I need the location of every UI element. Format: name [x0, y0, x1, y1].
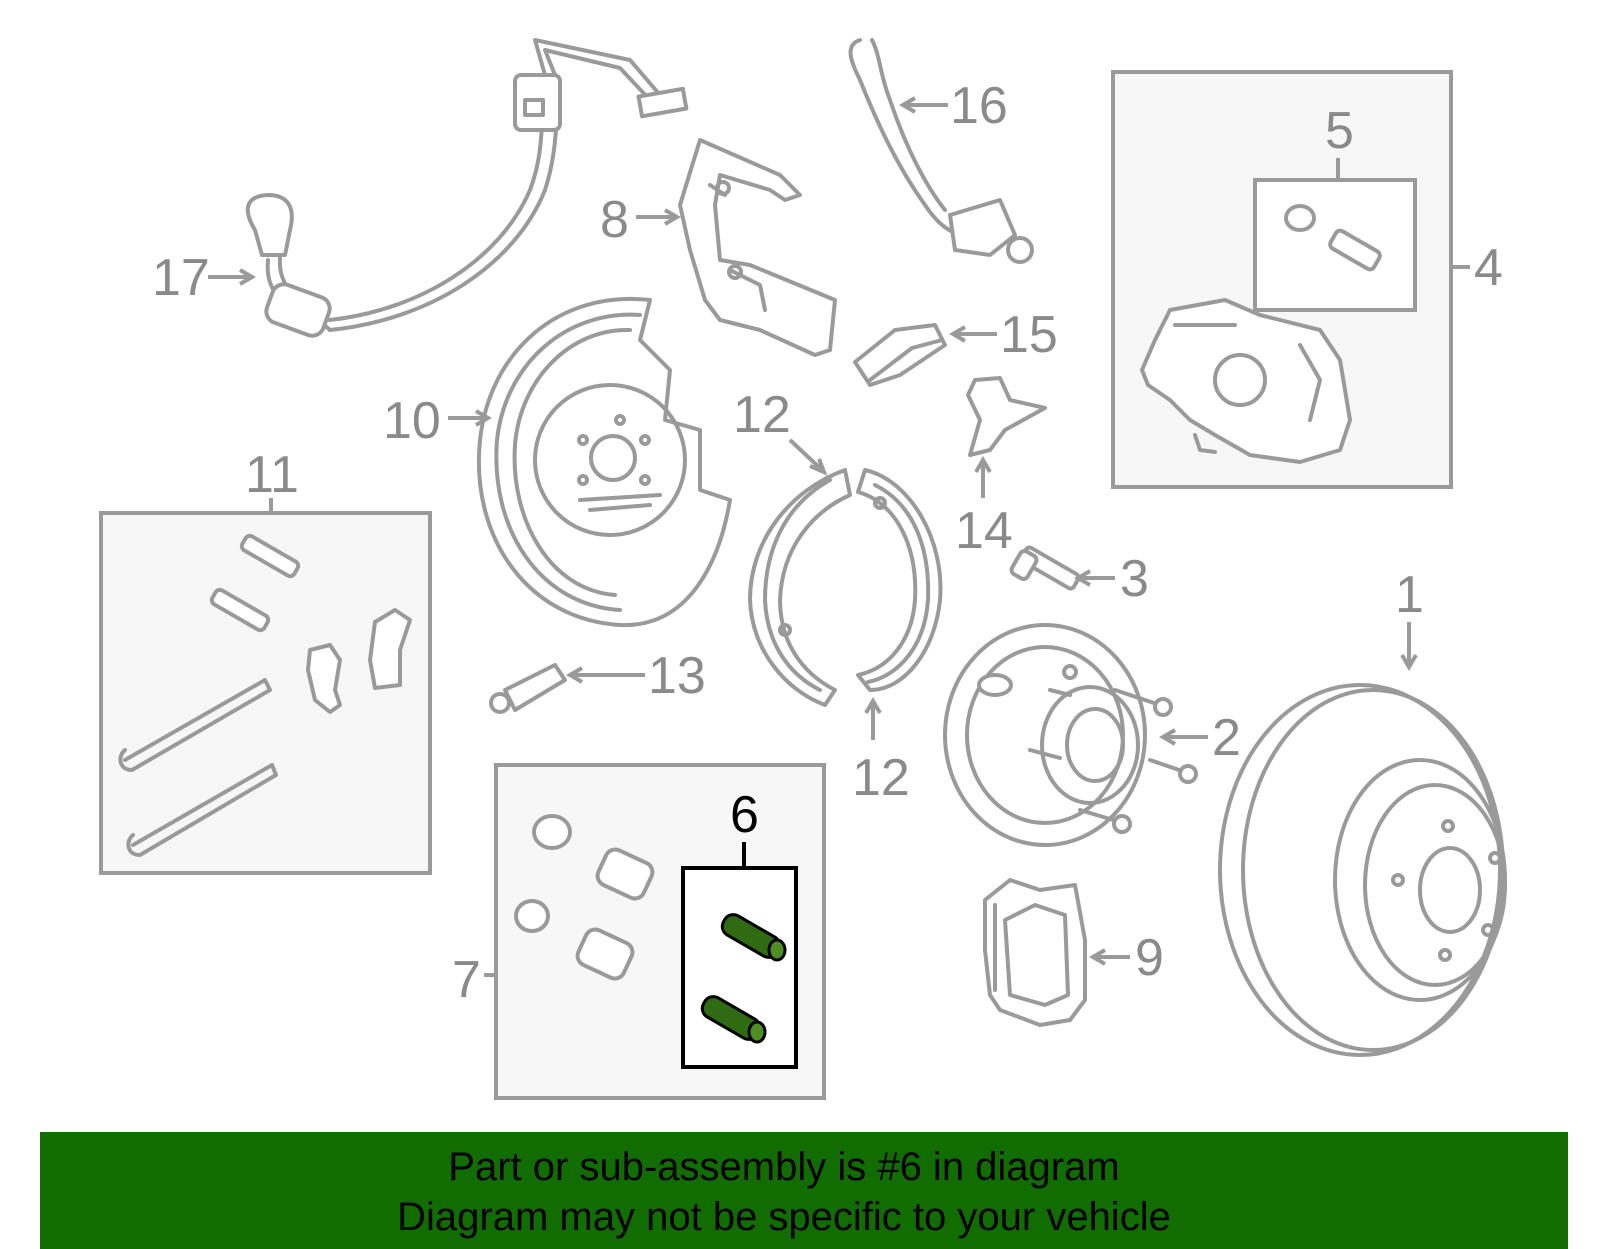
- part-9-brake-pad: [983, 878, 1087, 1027]
- part-15-clip: [853, 323, 947, 387]
- part-13-adjuster: [489, 663, 567, 714]
- part-8-caliper-bracket: [678, 138, 837, 357]
- banner-line-2: Diagram may not be specific to your vehi…: [397, 1195, 1171, 1239]
- part-2-hub: [943, 623, 1198, 847]
- callout-15: 15: [1000, 306, 1058, 364]
- arrow-14: [974, 456, 992, 498]
- arrow-3: [1074, 569, 1115, 587]
- arrow-13: [566, 666, 645, 684]
- info-banner: Part or sub-assembly is #6 in diagram Di…: [40, 1132, 1568, 1249]
- callout-8: 8: [600, 191, 629, 249]
- part-17-abs-wire: [245, 38, 689, 338]
- callout-3: 3: [1120, 550, 1149, 608]
- arrow-1: [1400, 622, 1418, 671]
- part-1-rotor: [1218, 683, 1507, 1057]
- callout-11: 11: [245, 446, 299, 504]
- callout-9: 9: [1135, 929, 1164, 987]
- callout-2: 2: [1212, 709, 1241, 767]
- part-3-bolt: [1009, 545, 1081, 591]
- part-14-lever: [966, 376, 1047, 457]
- part-11-hardware-box: [99, 511, 432, 875]
- arrow-15: [949, 325, 997, 343]
- banner-line-1: Part or sub-assembly is #6 in diagram: [448, 1145, 1120, 1189]
- callout-5: 5: [1325, 102, 1354, 160]
- arrow-8: [636, 208, 681, 226]
- callout-7: 7: [452, 951, 481, 1009]
- part-4-caliper-box: [1111, 70, 1453, 489]
- callout-16: 16: [950, 77, 1008, 135]
- callout-12-top: 12: [733, 386, 791, 444]
- part-10-backing-plate: [476, 296, 732, 628]
- arrow-12-bottom: [864, 697, 882, 740]
- arrow-10: [448, 409, 492, 427]
- callout-4: 4: [1474, 239, 1503, 297]
- callout-14: 14: [955, 502, 1013, 560]
- arrow-17: [208, 268, 256, 286]
- callout-6: 6: [730, 786, 759, 844]
- arrow-16: [899, 96, 948, 114]
- arrow-2: [1159, 728, 1208, 746]
- arrow-9: [1089, 948, 1130, 966]
- arrow-12-top: [788, 438, 828, 476]
- callout-12-bottom: 12: [852, 749, 910, 807]
- callout-13: 13: [648, 647, 706, 705]
- callout-17: 17: [152, 249, 210, 307]
- part-16-wear-sensor: [848, 38, 1034, 264]
- callout-1: 1: [1395, 566, 1424, 624]
- callout-10: 10: [383, 392, 441, 450]
- part-12-brake-shoes: [748, 468, 943, 707]
- part-6-highlighted-box[interactable]: [681, 866, 798, 1069]
